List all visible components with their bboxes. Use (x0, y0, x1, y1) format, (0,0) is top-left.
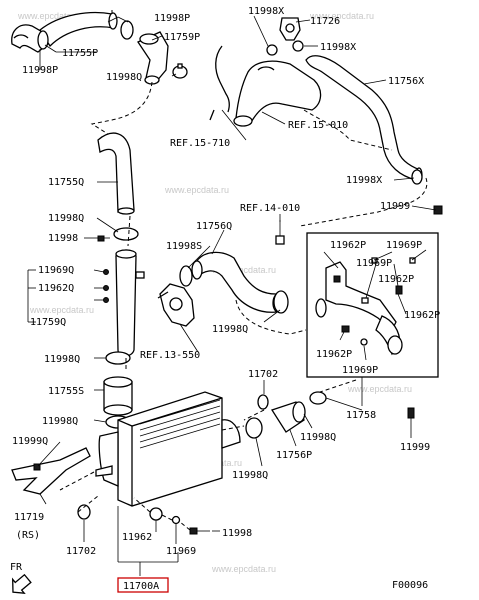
callout-11998q: 11998Q (212, 324, 248, 335)
sensor-ref14010 (275, 220, 285, 245)
front-arrow-icon (11, 573, 32, 594)
bolt-11999-right (407, 407, 415, 430)
callout-11755s: 11755S (48, 386, 84, 397)
callout-11756p: 11756P (276, 450, 312, 461)
clamp-11998s (179, 265, 193, 287)
watermark: www.epcdata.ru (17, 11, 82, 21)
clamp-11998q-f (309, 391, 327, 405)
label-fr: FR (10, 562, 23, 573)
callout-11758: 11758 (346, 410, 376, 421)
clamp-11998q-b (113, 227, 139, 241)
clamp-11998q-g (245, 417, 263, 439)
hose-11755q (97, 132, 135, 215)
collar-11969 (171, 515, 181, 525)
watermark: www.epcdata.ru (309, 11, 374, 21)
hose-11755p (11, 11, 118, 53)
bracket-11719 (11, 447, 91, 495)
callout-11962: 11962 (122, 532, 152, 543)
pipe-11759p (137, 31, 169, 85)
callout-11759q: 11759Q (30, 317, 66, 328)
pipe-11962q (103, 249, 145, 357)
clamp-11998q-a (172, 63, 188, 79)
callout-ref-14-010: REF.14-010 (240, 203, 300, 214)
callout-11998x: 11998X (346, 175, 382, 186)
callout-11756x: 11756X (388, 76, 424, 87)
callout-11998q: 11998Q (44, 354, 80, 365)
clamp-11998q-e (273, 290, 289, 314)
callout-11998q: 11998Q (300, 432, 336, 443)
hose-11755s (103, 376, 133, 416)
callout-11998x: 11998X (320, 42, 356, 53)
callout-11998: 11998 (222, 528, 252, 539)
callout-11998q: 11998Q (106, 72, 142, 83)
dashed-connectors (59, 8, 428, 531)
hose-11756q (191, 251, 284, 313)
nut-11702-right (257, 394, 269, 410)
callout-11962p: 11962P (330, 240, 366, 251)
leader-lines (27, 15, 437, 576)
callout-ref-15-710: REF.15-710 (170, 138, 230, 149)
callout-11969p: 11969P (342, 365, 378, 376)
callout-11969p: 11969P (356, 258, 392, 269)
sensor-11726 (279, 17, 301, 41)
clamp-11998x-c (411, 169, 423, 185)
oring-11998x-b (292, 40, 304, 52)
callout-11998p: 11998P (22, 65, 58, 76)
watermark: www.epcdata.ru (347, 384, 412, 394)
callout-11998s: 11998S (166, 241, 202, 252)
callout-11962p: 11962P (316, 349, 352, 360)
hose-11756x (305, 55, 423, 183)
callout-11998q: 11998Q (48, 213, 84, 224)
callout-11998p: 11998P (154, 13, 190, 24)
vacuum-line-ref15710 (209, 45, 230, 121)
callout-11999: 11999 (400, 442, 430, 453)
intake-duct-ref15010 (233, 60, 322, 127)
throttle-ref13550 (157, 283, 195, 327)
clamp-11998p-top (120, 20, 134, 40)
callout-11759p: 11759P (164, 32, 200, 43)
callout-11702: 11702 (248, 369, 278, 380)
callout-box-11758 (306, 232, 439, 378)
callout-11962p: 11962P (404, 310, 440, 321)
callout-11998: 11998 (48, 233, 78, 244)
callout-11700a: 11700A (123, 581, 159, 592)
hose-11756p (271, 401, 306, 433)
callout-11969q: 11969Q (38, 265, 74, 276)
group-frame (306, 232, 439, 378)
callout-ref-13-550: REF.13-550 (140, 350, 200, 361)
callout-11962q: 11962Q (38, 283, 74, 294)
clamp-11998p-a (37, 30, 49, 50)
oring-11998x-a (266, 44, 278, 56)
callout-ref-15-010: REF.15-010 (288, 120, 348, 131)
watermark: www.epcdata.ru (211, 564, 276, 574)
callout-11969: 11969 (166, 546, 196, 557)
callout-11998x: 11998X (248, 6, 284, 17)
bolt-11998 (97, 235, 110, 242)
callout-11726: 11726 (310, 16, 340, 27)
highlight-box-11700a (117, 577, 169, 593)
callout-11999q: 11999Q (12, 436, 48, 447)
callout-11999: 11999 (380, 201, 410, 212)
watermark: www.epcdata.ru (29, 305, 94, 315)
callout-11755q: 11755Q (48, 177, 84, 188)
callout-11998q: 11998Q (42, 416, 78, 427)
callout-rs: (RS) (16, 530, 40, 541)
figure-code: F00096 (392, 580, 428, 591)
callout-11998q: 11998Q (232, 470, 268, 481)
watermark: www.epcdata.ru (164, 185, 229, 195)
intercooler-11700a (95, 391, 241, 507)
callout-11962p: 11962P (378, 274, 414, 285)
callout-11719: 11719 (14, 512, 44, 523)
grommet-11962 (149, 507, 163, 521)
callout-11702: 11702 (66, 546, 96, 557)
callout-11969p: 11969P (386, 240, 422, 251)
watermark: www.epcdata.ru (211, 265, 276, 275)
callout-11756q: 11756Q (196, 221, 232, 232)
callout-11755p: 11755P (62, 48, 98, 59)
bolt-11998-lower (189, 527, 210, 535)
